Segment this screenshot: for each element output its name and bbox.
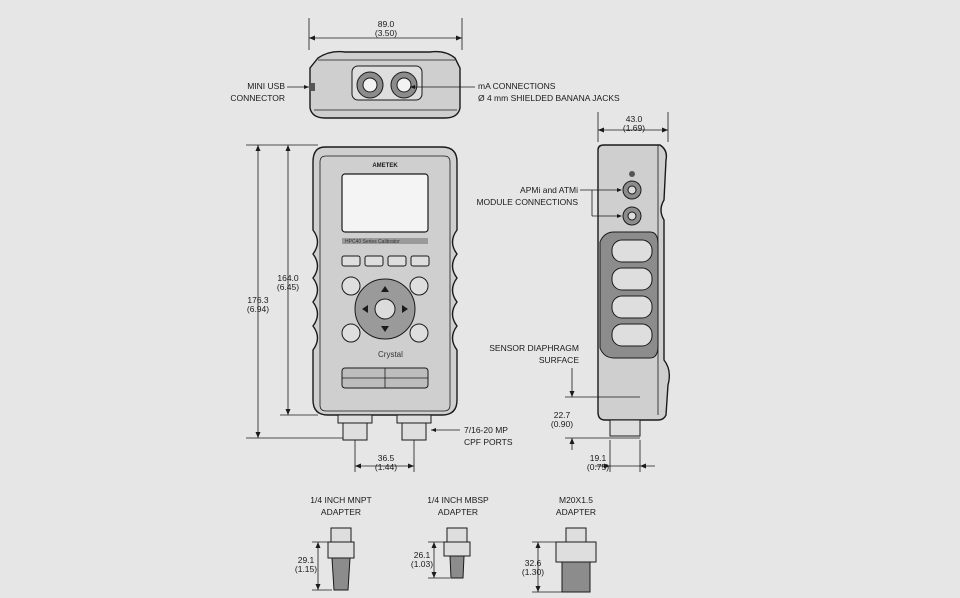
adapter-mbsp: 1/4 INCH MBSP ADAPTER 26.1 (1.03) bbox=[411, 495, 489, 579]
dim-sensor-height-in: (0.90) bbox=[551, 419, 573, 429]
callout-sensor-1: SENSOR DIAPHRAGM bbox=[489, 343, 579, 353]
callout-sensor-2: SURFACE bbox=[539, 355, 579, 365]
dim-side-width-mm: 43.0 bbox=[626, 114, 643, 124]
power-key bbox=[341, 276, 361, 296]
adapter-mnpt: 1/4 INCH MNPT ADAPTER 29.1 (1.15) bbox=[295, 495, 372, 591]
function-key-3 bbox=[387, 255, 407, 267]
callout-ma-2: Ø 4 mm SHIELDED BANANA JACKS bbox=[478, 93, 620, 103]
up-arrow-icon bbox=[381, 286, 389, 292]
front-view: 176.3 (6.94) 164.0 (6.45) AMETEK HPC40 S… bbox=[246, 144, 513, 472]
pressure-port-right bbox=[401, 422, 427, 441]
callout-module-2: MODULE CONNECTIONS bbox=[476, 197, 578, 207]
function-key-1 bbox=[341, 255, 361, 267]
dim-port-spacing-in: (1.44) bbox=[375, 462, 397, 472]
callout-ports-2: CPF PORTS bbox=[464, 437, 513, 447]
dim-m20-in: (1.30) bbox=[522, 567, 544, 577]
brand-label: AMETEK bbox=[372, 163, 398, 169]
settings-key bbox=[409, 323, 429, 343]
right-arrow-icon bbox=[402, 305, 408, 313]
back-key bbox=[409, 276, 429, 296]
dim-overall-height-in: (6.94) bbox=[247, 304, 269, 314]
callout-module-1: APMi and ATMi bbox=[520, 185, 578, 195]
top-view: 89.0 (3.50) MINI USB CONNECTOR mA CONNEC… bbox=[230, 18, 620, 119]
mini-usb-port bbox=[309, 83, 315, 91]
adapter-mbsp-label-1: 1/4 INCH MBSP bbox=[427, 495, 489, 505]
adapter-m20: M20X1.5 ADAPTER 32.6 (1.30) bbox=[522, 495, 597, 593]
dim-body-height-mm: 164.0 bbox=[277, 273, 299, 283]
adapter-m20-label-2: ADAPTER bbox=[556, 507, 596, 517]
dim-mnpt-in: (1.15) bbox=[295, 564, 317, 574]
function-key-4 bbox=[410, 255, 430, 267]
dim-overall-height-mm: 176.3 bbox=[247, 295, 269, 305]
dim-side-width-in: (1.69) bbox=[623, 123, 645, 133]
side-view: 43.0 (1.69) APMi and ATMi MODULE CONNECT… bbox=[476, 112, 671, 472]
dim-port-depth-in: (0.75) bbox=[587, 462, 609, 472]
callout-mini-usb-1: MINI USB bbox=[247, 81, 285, 91]
dim-body-height-in: (6.45) bbox=[277, 282, 299, 292]
model-label: HPC40 Series Calibrator bbox=[345, 239, 400, 245]
dim-mnpt-mm: 29.1 bbox=[298, 555, 315, 565]
callout-mini-usb-2: CONNECTOR bbox=[230, 93, 285, 103]
down-arrow-icon bbox=[381, 326, 389, 332]
dim-port-spacing-mm: 36.5 bbox=[378, 453, 395, 463]
adapter-mnpt-label-2: ADAPTER bbox=[321, 507, 361, 517]
dim-top-width-mm: 89.0 bbox=[378, 19, 395, 29]
dim-mbsp-mm: 26.1 bbox=[414, 550, 431, 560]
function-key-2 bbox=[364, 255, 384, 267]
adapter-m20-label-1: M20X1.5 bbox=[559, 495, 593, 505]
dim-m20-mm: 32.6 bbox=[525, 558, 542, 568]
callout-ma-1: mA CONNECTIONS bbox=[478, 81, 556, 91]
dim-sensor-height-mm: 22.7 bbox=[554, 410, 571, 420]
dim-port-depth-mm: 19.1 bbox=[590, 453, 607, 463]
adapter-mbsp-label-2: ADAPTER bbox=[438, 507, 478, 517]
callout-ports-1: 7/16-20 MP bbox=[464, 425, 508, 435]
adapter-mnpt-label-1: 1/4 INCH MNPT bbox=[310, 495, 371, 505]
dim-top-width-in: (3.50) bbox=[375, 28, 397, 38]
pressure-port-left bbox=[342, 422, 368, 441]
crystal-logo: Crystal bbox=[378, 350, 403, 359]
tools-key bbox=[341, 323, 361, 343]
display-screen bbox=[341, 173, 429, 233]
dim-mbsp-in: (1.03) bbox=[411, 559, 433, 569]
side-pressure-port bbox=[609, 419, 641, 437]
left-arrow-icon bbox=[362, 305, 368, 313]
